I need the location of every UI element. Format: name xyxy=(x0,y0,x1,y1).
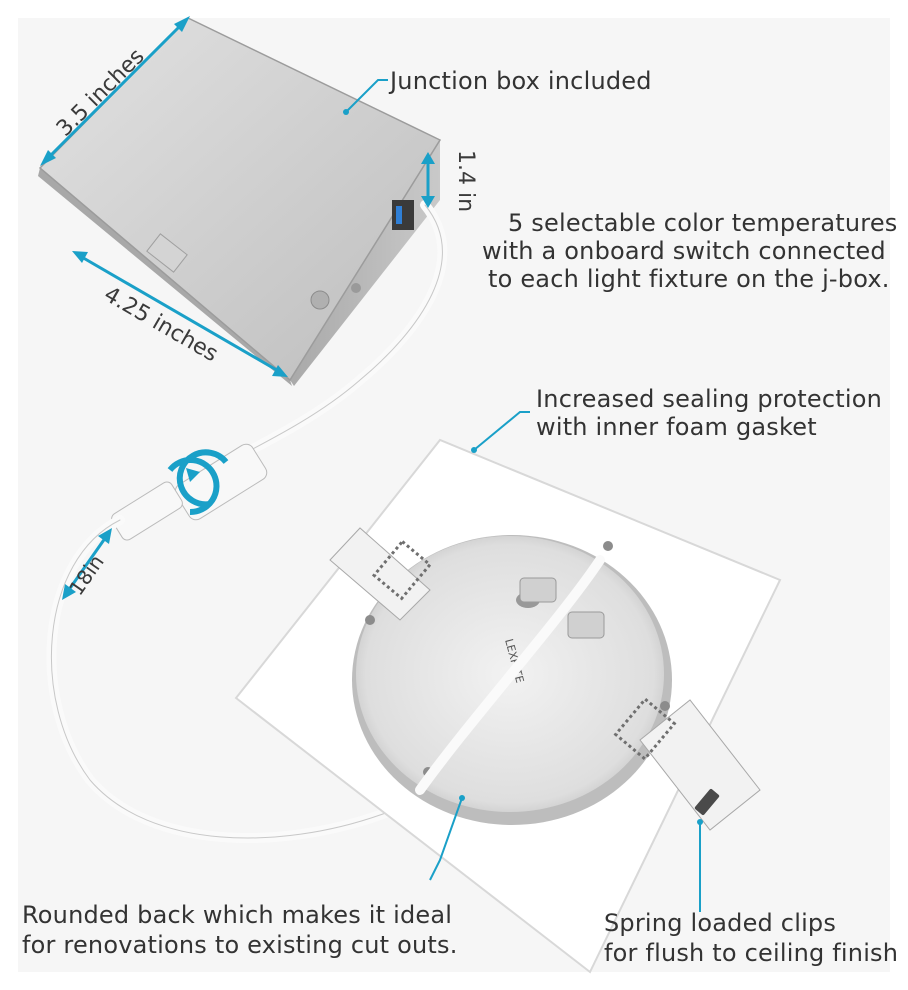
spring-clip-top xyxy=(329,527,433,621)
junction-box xyxy=(38,17,442,386)
callout-sealing-line1: Increased sealing protection xyxy=(536,385,883,413)
callout-rounded-line1: Rounded back which makes it ideal xyxy=(22,901,453,929)
callout-rounded-line2: for renovations to existing cut outs. xyxy=(22,931,458,959)
cable-connector xyxy=(111,443,268,541)
twist-lock-icon xyxy=(167,457,220,516)
switch-icon xyxy=(392,200,414,230)
callout-color-temp-line2: with a onboard switch connected xyxy=(482,237,886,265)
callout-dots xyxy=(343,109,703,825)
callout-lines xyxy=(345,79,701,912)
callout-color-temp-line3: to each light fixture on the j-box. xyxy=(488,265,890,293)
callout-spring-line2: for flush to ceiling finish xyxy=(604,939,899,967)
spring-clip-bottom xyxy=(613,697,761,831)
dimension-height-label: 1.4 in xyxy=(453,150,478,213)
junction-box-top xyxy=(40,18,440,380)
callout-sealing-line2: with inner foam gasket xyxy=(536,413,817,441)
callout-spring-line1: Spring loaded clips xyxy=(604,909,837,937)
callout-junction-box: Junction box included xyxy=(390,67,652,95)
callout-color-temp-line1: 5 selectable color temperatures xyxy=(508,209,898,237)
dimension-arrows xyxy=(40,16,435,600)
